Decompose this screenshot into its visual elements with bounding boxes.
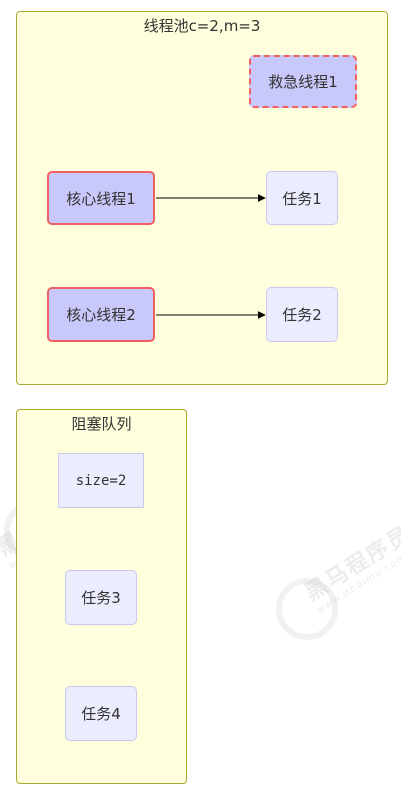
core-thread-2-label: 核心线程2 [66, 306, 136, 324]
task-1-node: 任务1 [266, 171, 338, 225]
task-1-label: 任务1 [282, 189, 322, 208]
core-thread-1-node: 核心线程1 [47, 171, 155, 225]
core-thread-2-node: 核心线程2 [47, 287, 155, 342]
thread-pool-title: 线程池c=2,m=3 [143, 17, 261, 35]
core-thread-1-label: 核心线程1 [66, 189, 136, 208]
queue-size-label: size=2 [75, 472, 127, 489]
task-4-node: 任务4 [65, 686, 137, 741]
rescue-thread-node: 救急线程1 [249, 55, 357, 108]
task-2-label: 任务2 [282, 306, 322, 324]
task-2-node: 任务2 [266, 287, 338, 342]
queue-size-node: size=2 [58, 453, 144, 508]
rescue-thread-label: 救急线程1 [268, 73, 338, 91]
task-4-label: 任务4 [81, 705, 121, 723]
task-3-node: 任务3 [65, 570, 137, 625]
task-3-label: 任务3 [81, 589, 121, 607]
blocking-queue-title: 阻塞队列 [71, 415, 132, 433]
